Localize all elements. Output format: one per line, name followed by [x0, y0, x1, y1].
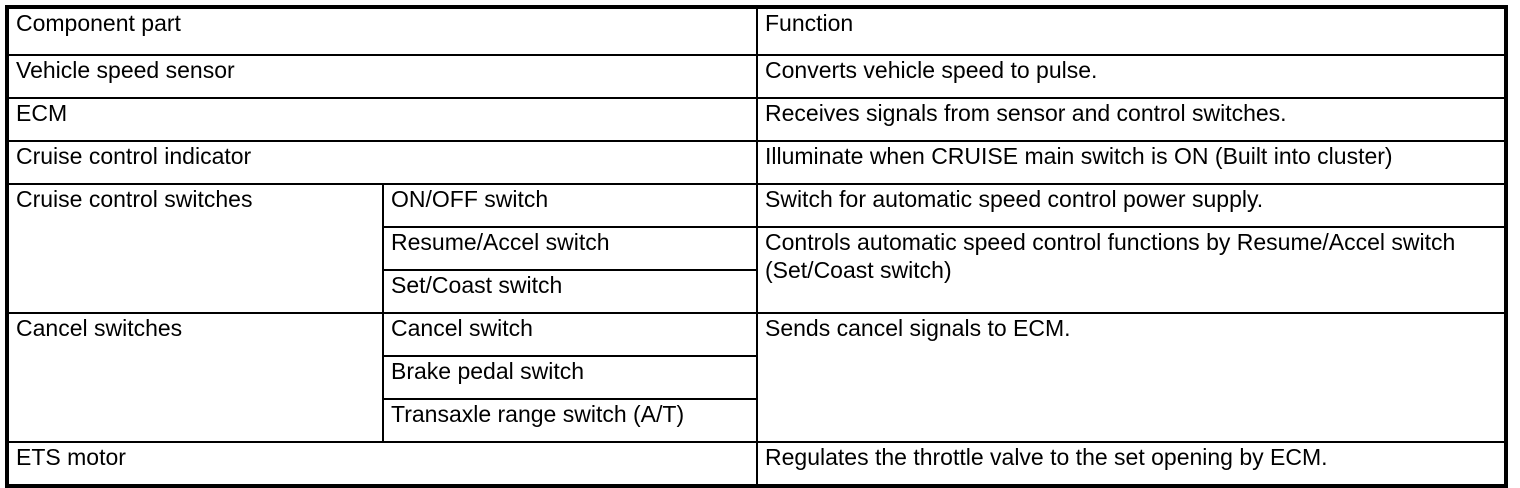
table-row: Cruise control switches ON/OFF switch Sw… — [6, 183, 1507, 314]
table-row: ECM Receives signals from sensor and con… — [6, 97, 1507, 142]
component-sub-item-cell: ON/OFF switch — [382, 183, 758, 228]
function-description-cell: Illuminate when CRUISE main switch is ON… — [756, 140, 1507, 185]
component-sub-item-cell: Set/Coast switch — [382, 269, 758, 314]
table-row: Cruise control indicator Illuminate when… — [6, 140, 1507, 185]
function-description-cell: Receives signals from sensor and control… — [756, 97, 1507, 142]
table-row: Cancel switches Cancel switch Sends canc… — [6, 312, 1507, 443]
table-header-row: Component part Function — [6, 6, 1507, 56]
component-sub-item-cell: Cancel switch — [382, 312, 758, 357]
function-description-cell: Sends cancel signals to ECM. — [756, 312, 1507, 443]
function-description-cell: Controls automatic speed control functio… — [756, 226, 1507, 314]
table-row: Transaxle range switch (A/T) — [7, 398, 1506, 443]
component-name-cell: ETS motor — [6, 441, 758, 487]
component-sub-item-cell: Brake pedal switch — [382, 355, 758, 400]
component-group-cell-cruise-control-switches: Cruise control switches — [6, 183, 384, 314]
component-function-table: Component part Function Vehicle speed se… — [5, 5, 1508, 488]
column-header-function: Function — [756, 6, 1507, 56]
component-name-cell: Cruise control indicator — [6, 140, 758, 185]
table-row: Vehicle speed sensor Converts vehicle sp… — [6, 54, 1507, 99]
table-row: Resume/Accel switch Controls automatic s… — [7, 226, 1507, 314]
function-description-cell: Regulates the throttle valve to the set … — [756, 441, 1507, 487]
component-group-cell-cancel-switches: Cancel switches — [6, 312, 384, 443]
column-header-component-part: Component part — [6, 6, 758, 56]
function-description-cell: Converts vehicle speed to pulse. — [756, 54, 1507, 99]
table-row: Brake pedal switch — [7, 355, 1506, 400]
component-name-cell: ECM — [6, 97, 758, 142]
component-sub-item-cell: Resume/Accel switch — [382, 226, 758, 271]
table-header: Component part Function — [6, 6, 1507, 56]
table-body: Vehicle speed sensor Converts vehicle sp… — [6, 54, 1507, 487]
function-description-cell: Switch for automatic speed control power… — [756, 183, 1507, 228]
component-sub-item-cell: Transaxle range switch (A/T) — [382, 398, 758, 443]
table-row: Set/Coast switch — [7, 269, 1506, 314]
component-name-cell: Vehicle speed sensor — [6, 54, 758, 99]
table-row: ETS motor Regulates the throttle valve t… — [6, 441, 1507, 487]
